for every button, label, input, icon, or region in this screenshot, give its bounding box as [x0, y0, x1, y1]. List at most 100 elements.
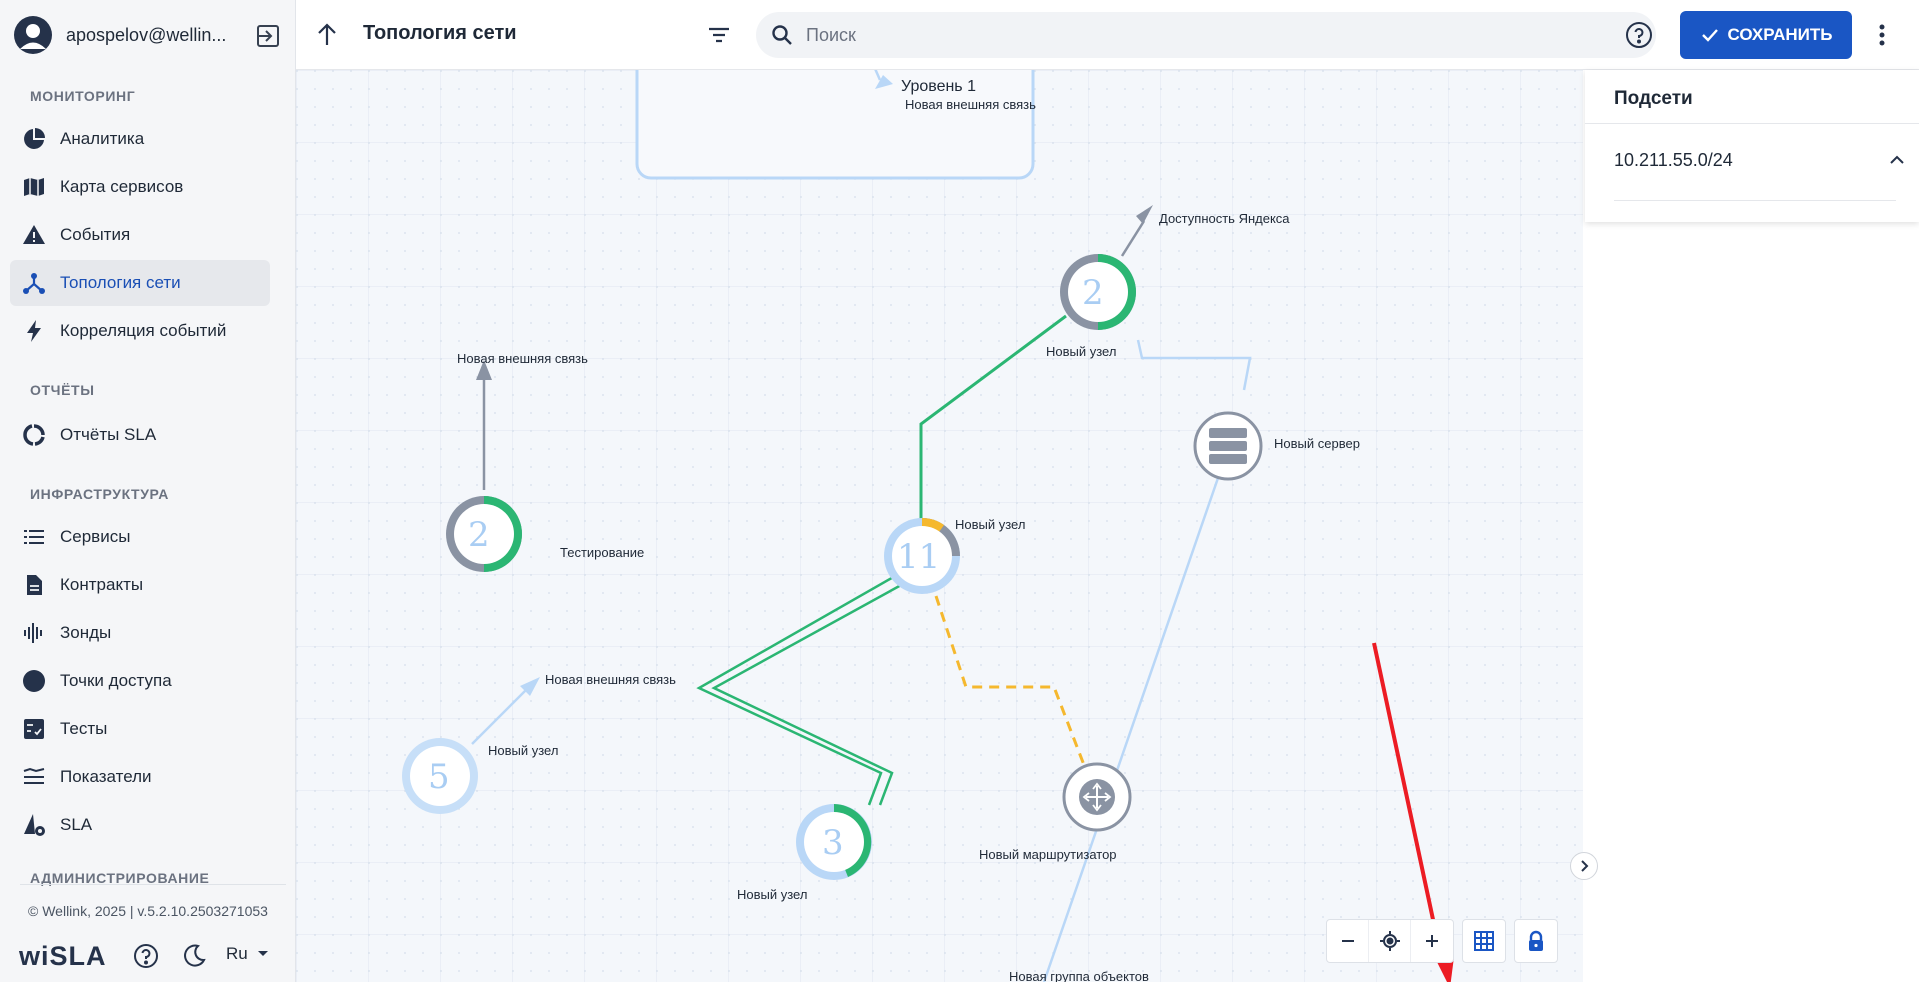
sidebar-item-analytics[interactable]: Аналитика — [10, 116, 270, 162]
sidebar-item-label: Топология сети — [60, 273, 181, 292]
document-icon — [21, 572, 47, 598]
edge-node11-router — [934, 595, 1086, 766]
sidebar-item-label: Сервисы — [60, 527, 131, 546]
annotation-arrow — [1372, 642, 1454, 982]
server-node — [1193, 411, 1263, 481]
sidebar-item-access-points[interactable]: Точки доступа — [10, 658, 270, 704]
search-input[interactable] — [806, 12, 1586, 58]
node-count[interactable]: 5 — [428, 757, 450, 797]
node-11 — [884, 518, 960, 594]
section-title-infrastructure: ИНФРАСТРУКТУРА — [30, 486, 169, 502]
sidebar-item-label: Тесты — [60, 719, 108, 738]
node-count[interactable]: 2 — [468, 515, 490, 555]
edge-node11-node3-a — [696, 573, 898, 806]
section-title-administration: АДМИНИСТРИРОВАНИЕ — [30, 870, 210, 886]
grid-group — [1462, 919, 1506, 963]
sidebar-item-services[interactable]: Сервисы — [10, 514, 270, 560]
group-label: Уровень 1 — [901, 78, 976, 95]
list-icon — [21, 524, 47, 550]
search-bar — [756, 12, 1656, 58]
metrics-icon — [21, 764, 47, 790]
sidebar-item-sla-reports[interactable]: Отчёты SLA — [10, 412, 270, 458]
sidebar-item-event-correlation[interactable]: Корреляция событий — [10, 308, 270, 354]
filter-icon[interactable] — [705, 21, 733, 49]
center-button[interactable] — [1369, 920, 1411, 962]
map-icon — [21, 174, 47, 200]
page-title: Топология сети — [363, 22, 517, 44]
arrow-up-icon[interactable] — [313, 21, 341, 49]
sidebar-item-topology[interactable]: Топология сети — [10, 260, 270, 306]
donut-icon — [21, 422, 47, 448]
wisla-logo: wiSLA — [19, 940, 107, 971]
level-group-box — [635, 70, 1035, 180]
node-count[interactable]: 3 — [822, 823, 844, 863]
collapse-panel-button[interactable] — [1570, 852, 1598, 880]
sidebar-item-sla[interactable]: SLA — [10, 802, 270, 848]
user-profile[interactable]: apospelov@wellin... — [0, 0, 296, 70]
section-title-reports: ОТЧЁТЫ — [30, 382, 95, 398]
node-5 — [402, 738, 478, 814]
node-label: Тестирование — [560, 545, 645, 560]
sidebar-item-events[interactable]: События — [10, 212, 270, 258]
zoom-group — [1326, 919, 1454, 963]
chevron-down-icon — [257, 951, 268, 956]
avatar — [14, 16, 52, 54]
grid-icon — [1474, 931, 1494, 951]
subnet-item[interactable]: 10.211.55.0/24 — [1614, 150, 1733, 170]
lock-icon — [1529, 930, 1543, 951]
sidebar-item-label: Точки доступа — [60, 671, 172, 690]
node-count[interactable]: 2 — [1082, 273, 1104, 313]
user-name: apospelov@wellin... — [66, 24, 227, 45]
checklist-icon — [21, 716, 47, 742]
ext-link-label: Новая внешняя связь — [457, 351, 588, 366]
logout-icon[interactable] — [254, 22, 282, 50]
yandex-label: Доступность Яндекса — [1159, 211, 1290, 226]
more-vertical-icon[interactable] — [1868, 20, 1896, 50]
sidebar: apospelov@wellin... МОНИТОРИНГ Аналитика… — [0, 0, 296, 982]
sidebar-item-contracts[interactable]: Контракты — [10, 562, 270, 608]
node-3 — [796, 804, 872, 880]
dark-mode-icon[interactable] — [180, 942, 208, 970]
bolt-icon — [21, 318, 47, 344]
language-select[interactable]: Ru — [226, 944, 270, 964]
copyright: © Wellink, 2025 | v.5.2.10.2503271053 — [28, 903, 268, 919]
sidebar-item-metrics[interactable]: Показатели — [10, 754, 270, 800]
lock-button[interactable] — [1515, 920, 1557, 962]
sidebar-item-label: SLA — [60, 815, 93, 834]
search-icon — [770, 23, 794, 47]
chevron-right-icon — [1581, 860, 1589, 872]
circle-icon — [21, 668, 47, 694]
sidebar-item-label: Аналитика — [60, 129, 145, 148]
sidebar-item-probes[interactable]: Зонды — [10, 610, 270, 656]
sla-icon — [21, 812, 47, 838]
canvas-toolbar — [1326, 919, 1566, 963]
router-node — [1062, 762, 1132, 832]
subnets-panel: Подсети 10.211.55.0/24 — [1585, 70, 1919, 222]
warning-icon — [21, 222, 47, 248]
router-label: Новый маршрутизатор — [979, 847, 1117, 862]
sidebar-item-service-map[interactable]: Карта сервисов — [10, 164, 270, 210]
save-button[interactable]: СОХРАНИТЬ — [1680, 11, 1852, 59]
node-count[interactable]: 11 — [897, 537, 941, 577]
minus-icon — [1341, 940, 1354, 942]
topology-canvas[interactable]: 2 2 11 5 3 Уровень 1 Новая внешняя связь… — [296, 70, 1583, 982]
edge-node11-node3-b — [711, 582, 904, 806]
subnets-title: Подсети — [1614, 88, 1693, 109]
chevron-up-icon[interactable] — [1885, 148, 1909, 172]
group-objects-label: Новая группа объектов — [1009, 969, 1149, 982]
sidebar-item-tests[interactable]: Тесты — [10, 706, 270, 752]
sidebar-bottom-bar: wiSLA Ru — [0, 930, 296, 982]
divider — [1585, 123, 1919, 124]
zoom-out-button[interactable] — [1327, 920, 1369, 962]
check-icon — [1701, 29, 1718, 42]
lock-group — [1514, 919, 1558, 963]
zoom-in-button[interactable] — [1411, 920, 1453, 962]
edge-node2-server — [1136, 339, 1252, 391]
help-icon[interactable] — [132, 942, 160, 970]
grid-toggle-button[interactable] — [1463, 920, 1505, 962]
sidebar-item-label: Контракты — [60, 575, 144, 594]
sidebar-item-label: Корреляция событий — [60, 321, 227, 340]
help-circle-icon[interactable] — [1624, 20, 1654, 50]
section-title-monitoring: МОНИТОРИНГ — [30, 88, 136, 104]
